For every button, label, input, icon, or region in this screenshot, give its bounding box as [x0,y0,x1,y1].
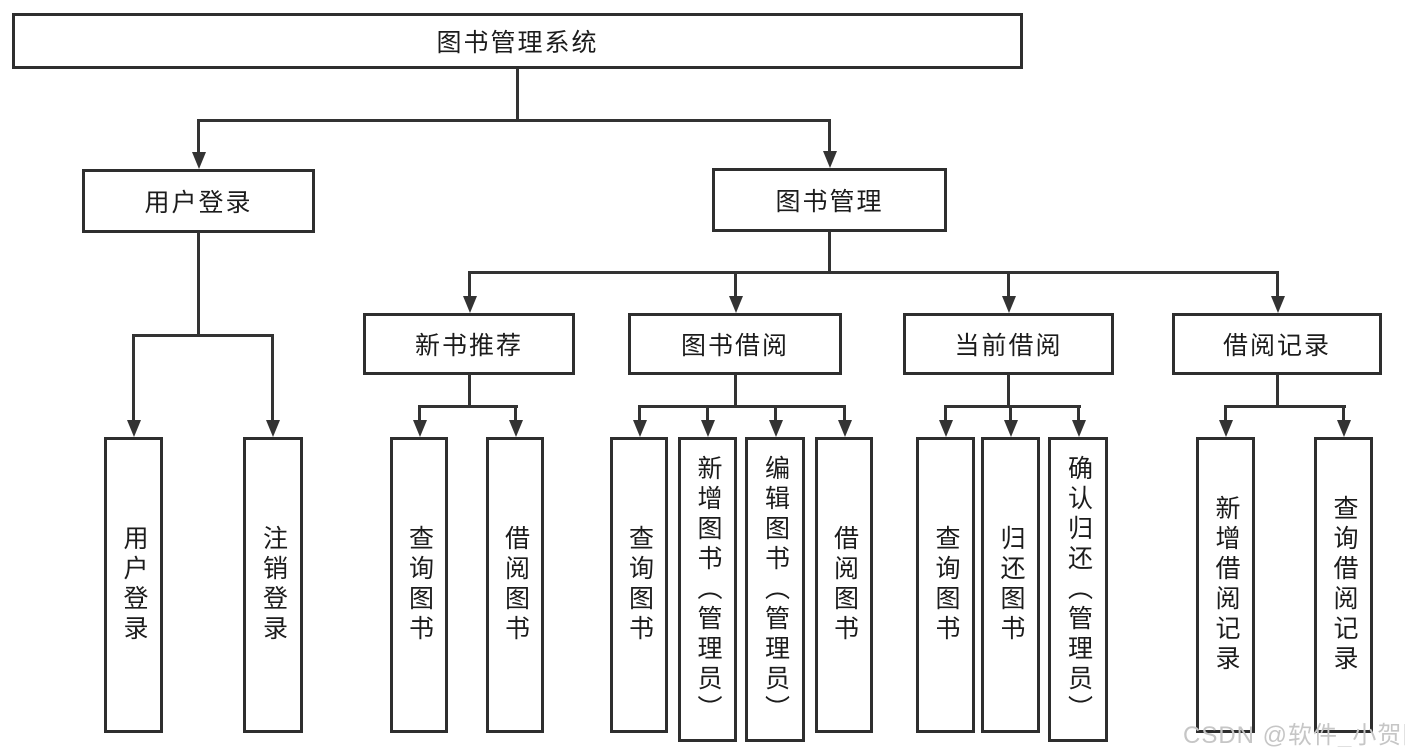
node-leaf-borrow-books-1: 借阅图书 [486,437,544,733]
arrowhead-down-icon [1007,271,1010,296]
leaf-label: 注销登录 [259,525,288,645]
arrowhead-down-icon [1342,405,1345,420]
node-leaf-add-books-admin: 新增图书（管理员） [678,437,737,742]
leaf-label: 新增图书（管理员） [694,454,722,725]
arrowhead-down-icon [271,334,274,420]
arrowhead-down-icon [1077,405,1080,420]
arrowhead-down-icon [1009,405,1012,420]
leaf-label: 借阅图书 [830,525,859,645]
node-book-borrowing: 图书借阅 [628,313,842,375]
node-leaf-return-books: 归还图书 [981,437,1040,733]
leaf-label: 查询借阅记录 [1330,495,1358,675]
arrowhead-down-icon [1276,271,1279,296]
leaf-label: 查询图书 [405,525,434,645]
arrowhead-down-icon [468,271,471,296]
leaf-label: 编辑图书（管理员） [761,454,790,725]
connector-line [418,405,518,408]
node-borrowing-records: 借阅记录 [1172,313,1382,375]
node-user-login: 用户登录 [82,169,315,233]
node-leaf-edit-books-admin: 编辑图书（管理员） [745,437,805,742]
arrowhead-down-icon [706,405,709,420]
leaf-label: 新增借阅记录 [1212,495,1240,675]
node-leaf-confirm-return-admin: 确认归还（管理员） [1048,437,1108,742]
connector-line [1007,374,1010,407]
arrowhead-down-icon [1224,405,1227,420]
node-library-management-system: 图书管理系统 [12,13,1023,69]
leaf-label: 确认归还（管理员） [1064,454,1093,725]
arrowhead-down-icon [843,405,846,420]
connector-line [1224,405,1346,408]
leaf-label: 查询图书 [932,525,960,645]
arrowhead-down-icon [638,405,641,420]
arrowhead-down-icon [828,119,831,151]
node-book-management: 图书管理 [712,168,947,232]
node-leaf-query-books-2: 查询图书 [610,437,668,733]
arrowhead-down-icon [514,405,517,420]
node-leaf-query-borrow-record: 查询借阅记录 [1314,437,1373,733]
connector-line [197,232,200,336]
node-leaf-logout: 注销登录 [243,437,303,733]
connector-line [944,405,1081,408]
node-leaf-borrow-books-2: 借阅图书 [815,437,873,733]
connector-line [828,231,831,273]
leaf-label: 用户登录 [120,525,148,645]
leaf-label: 借阅图书 [501,525,530,645]
connector-line [1276,374,1279,407]
connector-line [638,405,846,408]
arrowhead-down-icon [418,405,421,420]
leaf-label: 归还图书 [997,525,1025,645]
node-new-book-recommendation: 新书推荐 [363,313,575,375]
node-leaf-query-books-1: 查询图书 [390,437,448,733]
connector-line [468,271,1279,274]
csdn-watermark: CSDN @软件_小贺同学 [1183,722,1405,747]
connector-line [132,334,274,337]
leaf-label: 查询图书 [625,525,654,645]
connector-line [734,374,737,407]
arrowhead-down-icon [197,119,200,152]
node-leaf-add-borrow-record: 新增借阅记录 [1196,437,1255,733]
arrowhead-down-icon [132,334,135,420]
node-leaf-query-books-3: 查询图书 [916,437,975,733]
node-leaf-user-login: 用户登录 [104,437,163,733]
arrowhead-down-icon [774,405,777,420]
connector-line [468,374,471,407]
node-current-borrowing: 当前借阅 [903,313,1114,375]
arrowhead-down-icon [944,405,947,420]
connector-line [516,69,519,121]
connector-line [198,119,831,122]
arrowhead-down-icon [734,271,737,296]
